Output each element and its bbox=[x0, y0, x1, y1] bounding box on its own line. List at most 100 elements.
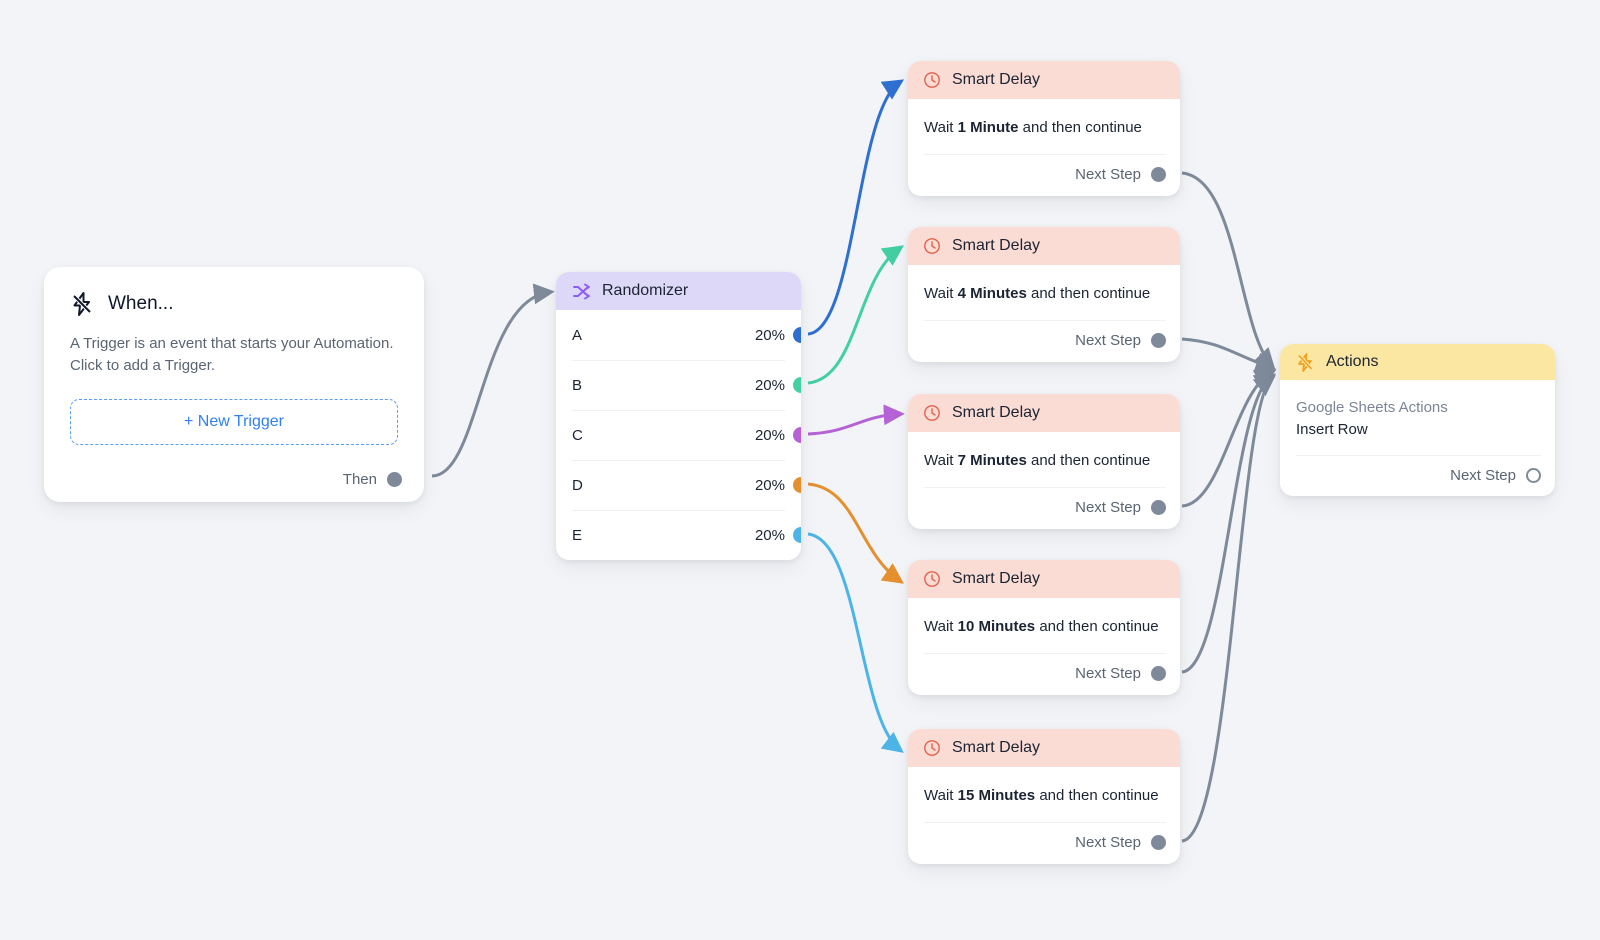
smart-delay-footer[interactable]: Next Step bbox=[924, 154, 1166, 183]
edge-branch-b bbox=[807, 245, 904, 385]
branch-label: A bbox=[572, 326, 583, 344]
smart-delay-footer[interactable]: Next Step bbox=[924, 822, 1166, 851]
shuffle-icon bbox=[572, 283, 591, 300]
randomizer-card[interactable]: Randomizer A 20% B 20% C 20% D 20% E 20% bbox=[556, 272, 801, 560]
lightning-slash-icon bbox=[70, 291, 94, 317]
smart-delay-card-1[interactable]: Smart Delay Wait 1 Minute and then conti… bbox=[908, 61, 1180, 196]
wait-value: 1 Minute bbox=[957, 119, 1019, 136]
trigger-card[interactable]: When... A Trigger is an event that start… bbox=[44, 267, 424, 502]
next-step-label: Next Step bbox=[1075, 665, 1141, 682]
smart-delay-title: Smart Delay bbox=[952, 71, 1041, 88]
randomizer-branch-d[interactable]: D 20% bbox=[556, 460, 801, 510]
edge-trigger-to-randomizer bbox=[431, 283, 555, 478]
next-step-port-empty[interactable] bbox=[1526, 468, 1541, 483]
actions-header: Actions bbox=[1280, 344, 1555, 380]
then-label: Then bbox=[342, 471, 377, 488]
branch-label: E bbox=[572, 526, 583, 544]
branch-label: B bbox=[572, 376, 583, 394]
next-step-port[interactable] bbox=[1151, 333, 1166, 348]
edge-delay1-to-actions bbox=[1181, 171, 1276, 370]
randomizer-branch-e[interactable]: E 20% bbox=[556, 510, 801, 560]
smart-delay-card-3[interactable]: Smart Delay Wait 7 Minutes and then cont… bbox=[908, 394, 1180, 529]
wait-prefix: Wait bbox=[924, 618, 958, 635]
smart-delay-description: Wait 1 Minute and then continue bbox=[908, 99, 1180, 136]
randomizer-title: Randomizer bbox=[602, 282, 689, 299]
clock-icon bbox=[923, 404, 941, 422]
lightning-bolt-icon bbox=[1295, 352, 1315, 373]
trigger-header: When... bbox=[44, 267, 424, 317]
wait-prefix: Wait bbox=[924, 285, 958, 302]
branch-percent: 20% bbox=[754, 526, 785, 544]
wait-value: 7 Minutes bbox=[957, 452, 1027, 469]
actions-title: Actions bbox=[1326, 353, 1379, 370]
edge-delay4-to-actions bbox=[1181, 373, 1277, 674]
next-step-label: Next Step bbox=[1075, 166, 1141, 183]
edge-branch-c bbox=[807, 404, 905, 436]
smart-delay-card-2[interactable]: Smart Delay Wait 4 Minutes and then cont… bbox=[908, 227, 1180, 362]
edge-branch-e bbox=[807, 532, 904, 753]
edge-branch-d bbox=[807, 482, 904, 584]
branch-port-c[interactable] bbox=[793, 427, 801, 443]
wait-value: 4 Minutes bbox=[957, 285, 1027, 302]
actions-subtitle: Google Sheets Actions bbox=[1296, 399, 1448, 416]
next-step-port[interactable] bbox=[1151, 835, 1166, 850]
randomizer-branch-b[interactable]: B 20% bbox=[556, 360, 801, 410]
smart-delay-title: Smart Delay bbox=[952, 237, 1041, 254]
smart-delay-description: Wait 10 Minutes and then continue bbox=[908, 598, 1180, 635]
branch-percent: 20% bbox=[754, 426, 785, 444]
wait-suffix: and then continue bbox=[1026, 452, 1151, 469]
wait-value: 10 Minutes bbox=[957, 618, 1036, 635]
randomizer-header: Randomizer bbox=[556, 272, 801, 310]
smart-delay-title: Smart Delay bbox=[952, 739, 1041, 756]
branch-label: D bbox=[572, 476, 583, 494]
smart-delay-title: Smart Delay bbox=[952, 570, 1041, 587]
smart-delay-footer[interactable]: Next Step bbox=[924, 487, 1166, 516]
randomizer-branch-a[interactable]: A 20% bbox=[556, 310, 801, 360]
smart-delay-header: Smart Delay bbox=[908, 227, 1180, 265]
then-connector[interactable]: Then bbox=[343, 471, 402, 488]
randomizer-branch-c[interactable]: C 20% bbox=[556, 410, 801, 460]
actions-value: Insert Row bbox=[1296, 420, 1368, 438]
next-step-port[interactable] bbox=[1151, 666, 1166, 681]
wait-suffix: and then continue bbox=[1035, 787, 1159, 804]
branch-port-b[interactable] bbox=[793, 377, 801, 393]
branch-percent: 20% bbox=[754, 326, 785, 344]
smart-delay-title: Smart Delay bbox=[952, 404, 1041, 421]
wait-prefix: Wait bbox=[924, 452, 958, 469]
actions-body: Google Sheets Actions Insert Row bbox=[1280, 380, 1555, 441]
branch-label: C bbox=[572, 426, 583, 444]
edge-delay3-to-actions bbox=[1181, 369, 1277, 508]
actions-footer[interactable]: Next Step bbox=[1296, 455, 1541, 484]
wait-value: 15 Minutes bbox=[957, 787, 1036, 804]
branch-port-e[interactable] bbox=[793, 527, 801, 543]
smart-delay-footer[interactable]: Next Step bbox=[924, 653, 1166, 682]
wait-suffix: and then continue bbox=[1026, 285, 1151, 302]
branch-percent: 20% bbox=[754, 376, 785, 394]
smart-delay-description: Wait 4 Minutes and then continue bbox=[908, 265, 1180, 302]
clock-icon bbox=[923, 570, 941, 588]
next-step-label: Next Step bbox=[1450, 467, 1516, 484]
new-trigger-button[interactable]: + New Trigger bbox=[70, 398, 398, 445]
next-step-port[interactable] bbox=[1151, 500, 1166, 515]
then-port[interactable] bbox=[387, 472, 402, 487]
next-step-label: Next Step bbox=[1075, 332, 1141, 349]
wait-suffix: and then continue bbox=[1018, 119, 1142, 136]
edge-branch-a bbox=[807, 79, 905, 336]
smart-delay-description: Wait 7 Minutes and then continue bbox=[908, 432, 1180, 469]
smart-delay-description: Wait 15 Minutes and then continue bbox=[908, 767, 1180, 804]
next-step-port[interactable] bbox=[1151, 167, 1166, 182]
next-step-label: Next Step bbox=[1075, 499, 1141, 516]
smart-delay-card-4[interactable]: Smart Delay Wait 10 Minutes and then con… bbox=[908, 560, 1180, 695]
branch-port-d[interactable] bbox=[793, 477, 801, 493]
smart-delay-header: Smart Delay bbox=[908, 61, 1180, 99]
smart-delay-header: Smart Delay bbox=[908, 560, 1180, 598]
smart-delay-card-5[interactable]: Smart Delay Wait 15 Minutes and then con… bbox=[908, 729, 1180, 864]
smart-delay-footer[interactable]: Next Step bbox=[924, 320, 1166, 349]
edge-delay5-to-actions bbox=[1181, 375, 1276, 843]
actions-card[interactable]: Actions Google Sheets Actions Insert Row… bbox=[1280, 344, 1555, 496]
clock-icon bbox=[923, 237, 941, 255]
branch-port-a[interactable] bbox=[793, 327, 801, 343]
smart-delay-header: Smart Delay bbox=[908, 729, 1180, 767]
edge-delay2-to-actions bbox=[1181, 337, 1277, 373]
